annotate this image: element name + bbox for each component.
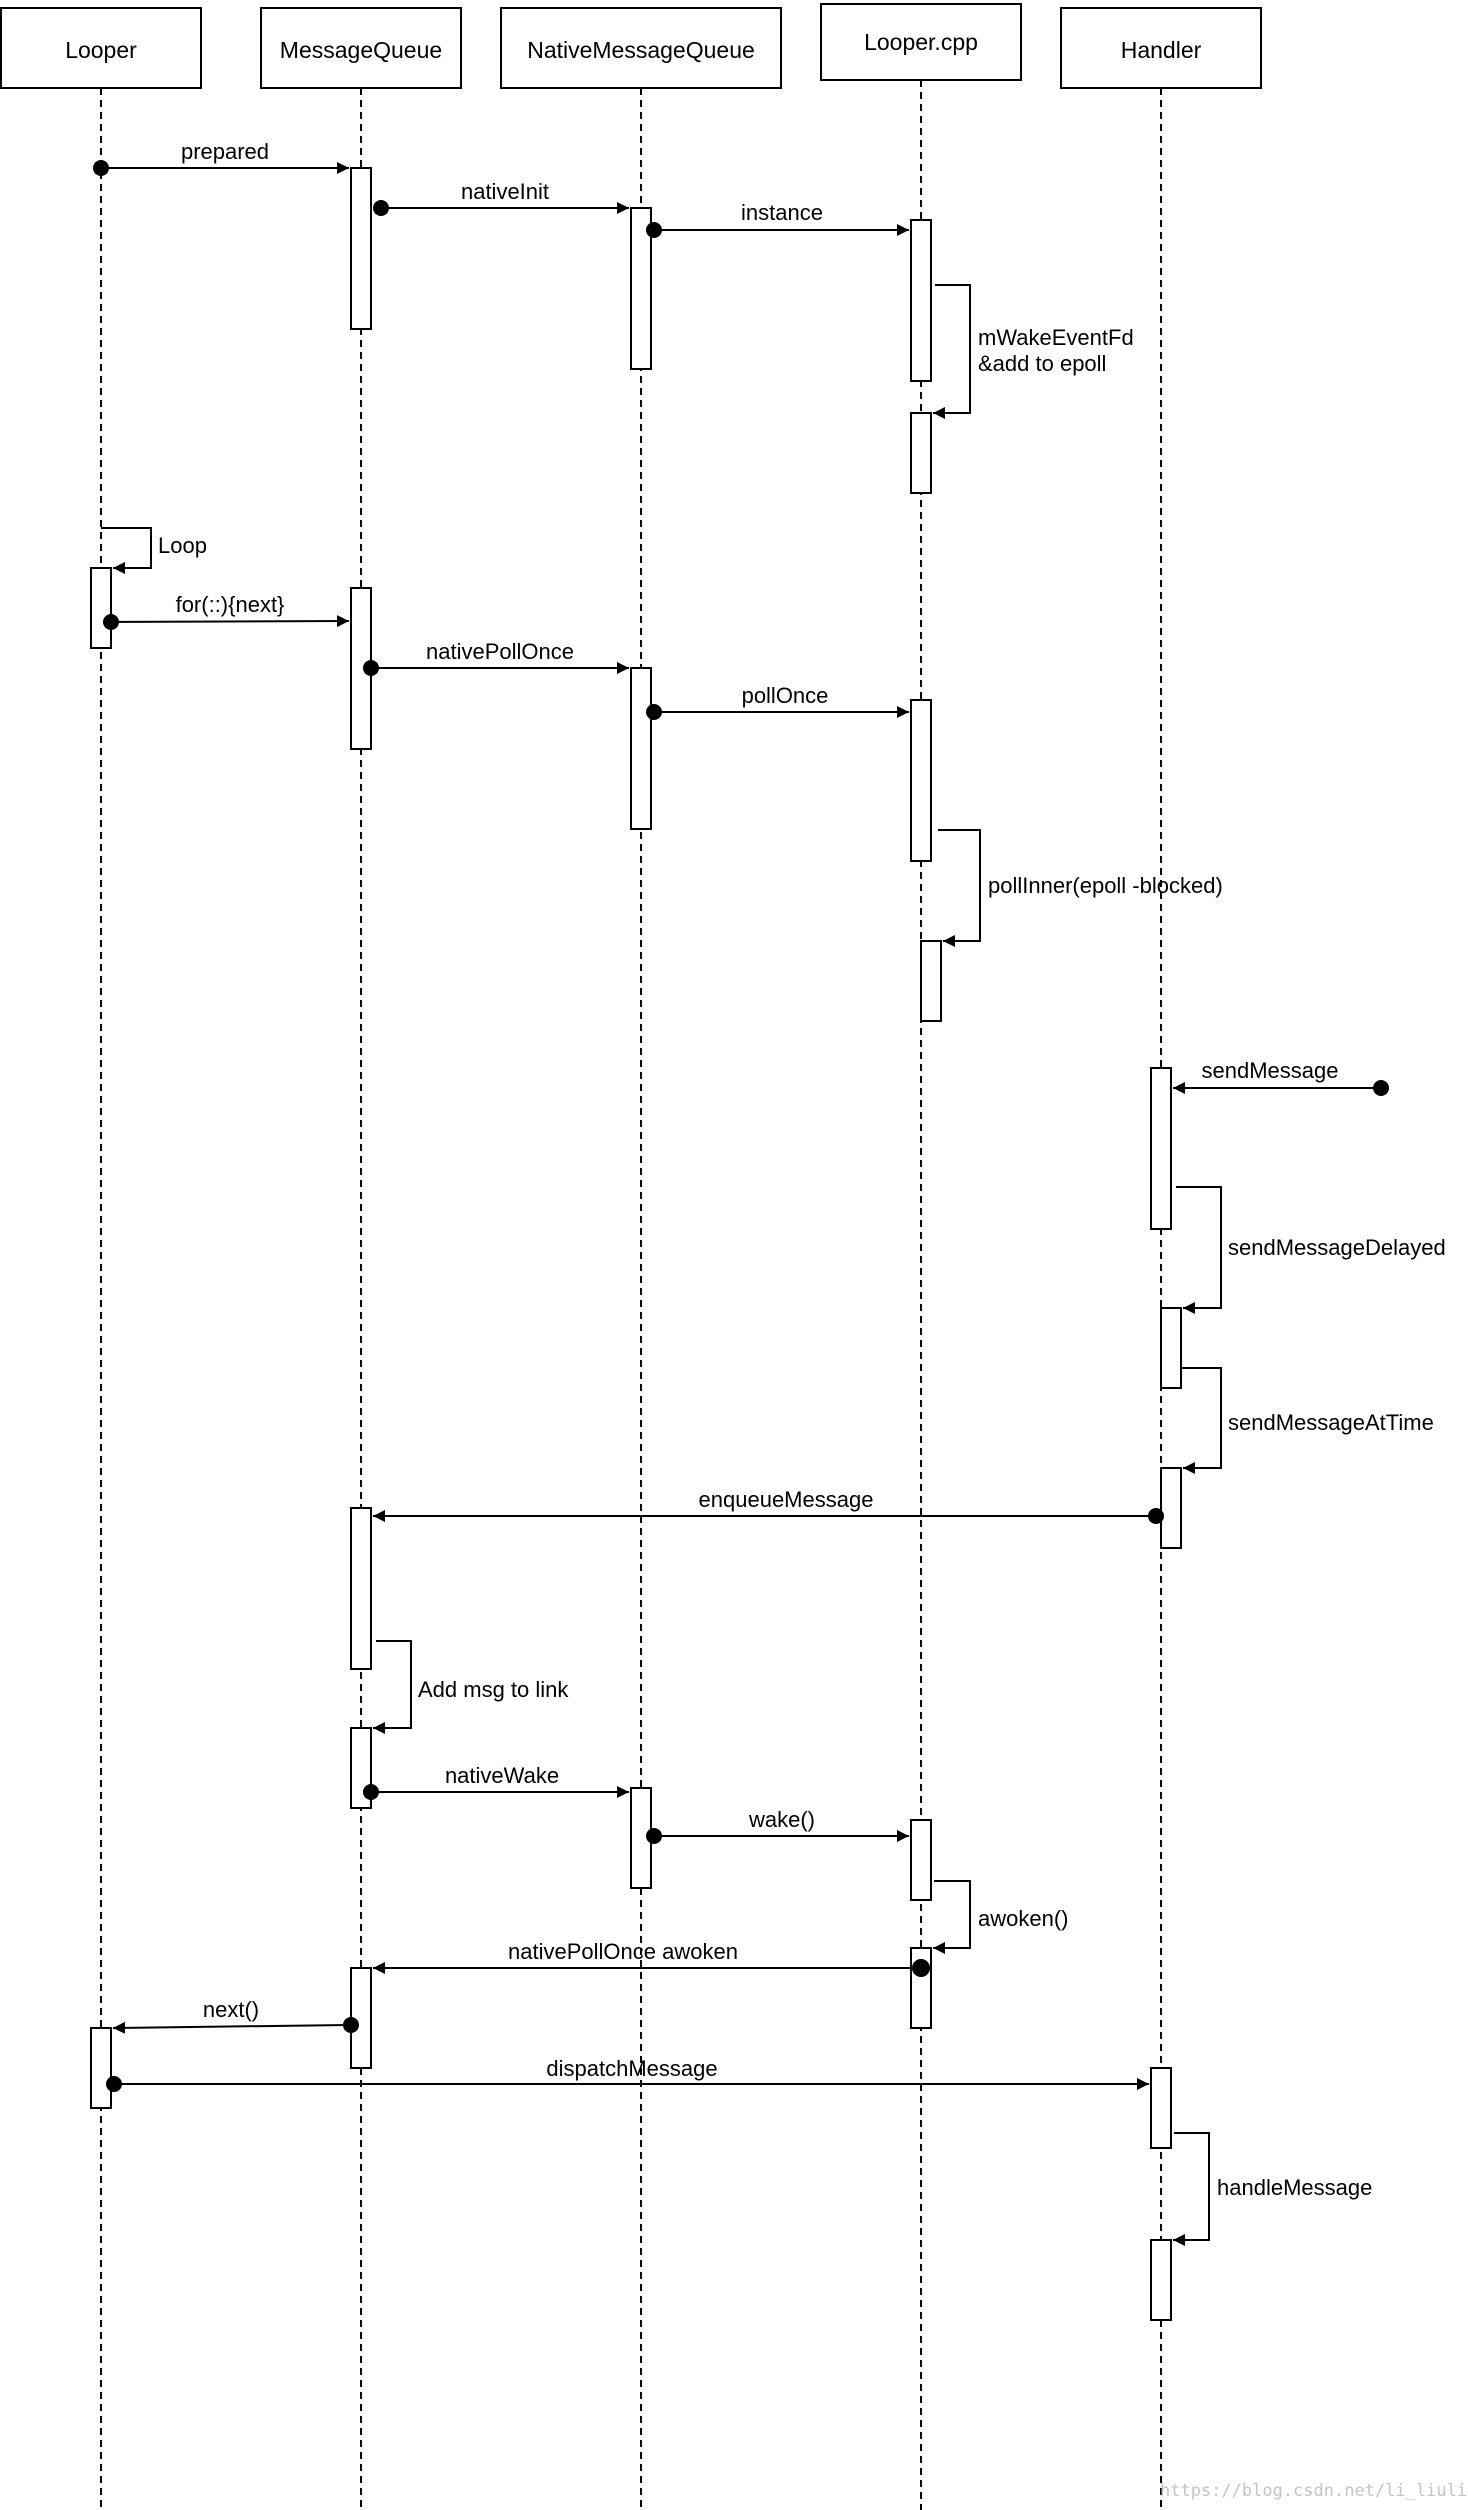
message-start-dot [646,704,662,720]
participant-label: Looper [65,37,137,63]
activation-bar [920,940,942,1022]
message-label-enqueue-message: enqueueMessage [699,1487,874,1512]
message-label-send-message: sendMessage [1202,1058,1339,1083]
activation-bar [910,219,932,382]
message-label-send-message-delayed: sendMessageDelayed [1228,1235,1446,1260]
message-arrow-next [112,2021,349,2034]
self-message-arrow-send-message-at-time [1181,1367,1222,1474]
message-start-dot [646,1828,662,1844]
message-label-native-poll-once-awoken: nativePollOnce awoken [508,1939,738,1964]
activation-bar [90,2027,112,2109]
message-start-dot [363,1784,379,1800]
message-arrow-for-next [110,615,350,628]
self-message-arrow-add-msg-to-link [373,1640,412,1734]
self-message-arrow-poll-inner [938,829,981,947]
activation-bar [910,699,932,862]
activation-bar [910,412,932,494]
participant-label: Looper.cpp [864,29,978,55]
message-start-dot [646,222,662,238]
message-start-dot [93,160,109,176]
message-label-loop: Loop [158,533,207,558]
message-label-awoken: awoken() [978,1906,1068,1931]
participant-message-queue: MessageQueue [260,7,462,89]
message-label-add-msg-to-link: Add msg to link [418,1677,569,1702]
participant-label: Handler [1121,37,1202,63]
message-label-poll-inner: pollInner(epoll -blocked) [988,873,1223,898]
message-label-native-poll-once: nativePollOnce [426,639,574,664]
message-label-send-message-at-time: sendMessageAtTime [1228,1410,1434,1435]
self-message-arrow-awoken [933,1880,971,1954]
self-message-arrow-send-message-delayed [1176,1186,1222,1314]
activation-bar [1160,1307,1182,1389]
self-message-arrow-wake-event-fd [933,284,971,419]
message-start-dot [1373,1080,1389,1096]
message-label-wake: wake() [748,1807,815,1832]
message-label-for-next: for(::){next} [176,592,285,617]
self-message-arrow-handle-message [1173,2132,1210,2246]
self-message-arrow-loop [101,527,152,574]
participant-handler: Handler [1060,7,1262,89]
message-start-dot [106,2076,122,2092]
activation-bar [1150,1067,1172,1230]
message-start-dot [373,200,389,216]
participant-looper: Looper [0,7,202,89]
participant-label: NativeMessageQueue [527,37,755,63]
activation-bar [90,567,112,649]
participant-looper-cpp: Looper.cpp [820,3,1022,81]
message-label-poll-once: pollOnce [742,683,829,708]
participant-native-message-queue: NativeMessageQueue [500,7,782,89]
message-label-native-wake: nativeWake [445,1763,559,1788]
watermark: https://blog.csdn.net/li_liuliu [1160,2481,1468,2501]
activation-bar [350,1507,372,1670]
message-start-dot [363,660,379,676]
message-label-native-init: nativeInit [461,179,549,204]
message-label-wake-event-fd: mWakeEventFd&add to epoll [978,325,1134,376]
activation-bar [1150,2239,1172,2321]
message-start-dot [912,1959,930,1977]
activation-bar [630,667,652,830]
message-start-dot [1148,1508,1164,1524]
activation-bar [1150,2067,1172,2149]
participant-label: MessageQueue [280,37,442,63]
activation-bar [910,1819,932,1901]
message-label-prepared: prepared [181,139,269,164]
message-label-next: next() [203,1997,259,2022]
message-label-dispatch-message: dispatchMessage [546,2056,717,2081]
message-label-instance: instance [741,200,823,225]
activation-bar [350,167,372,330]
activation-bar [1160,1467,1182,1549]
message-start-dot [103,614,119,630]
message-label-handle-message: handleMessage [1217,2175,1372,2200]
activation-bar [630,207,652,370]
message-start-dot [343,2017,359,2033]
